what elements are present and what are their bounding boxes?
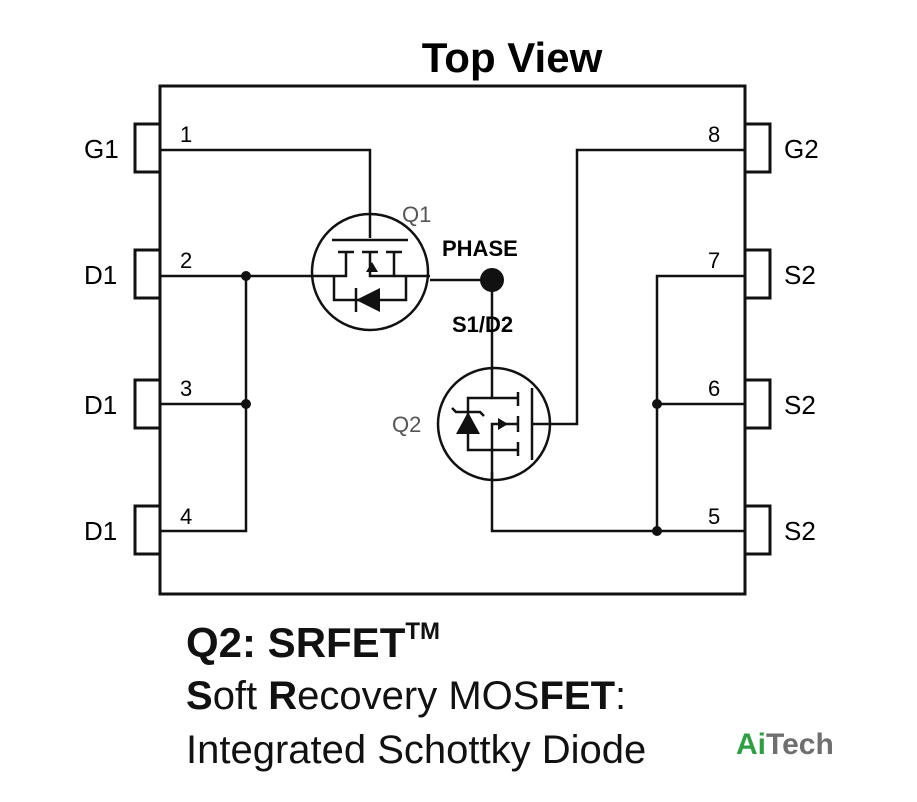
pin-5-pad xyxy=(743,504,772,556)
junction-dot xyxy=(652,399,662,409)
pin-8-pad xyxy=(743,122,772,174)
watermark-tech: Tech xyxy=(766,728,834,761)
pin-1-name: G1 xyxy=(84,134,119,164)
pin-3-pad xyxy=(133,378,162,430)
watermark-logo: AiTech xyxy=(736,728,834,762)
pin-3-name: D1 xyxy=(84,390,117,420)
s1d2-label: S1/D2 xyxy=(452,312,513,337)
pin-1-pad xyxy=(133,122,162,174)
trademark-mark: TM xyxy=(405,618,441,645)
diagram-title: Top View xyxy=(422,34,603,81)
caption-fet: FET xyxy=(539,674,616,718)
junction-dot xyxy=(241,271,251,281)
package-outline xyxy=(158,84,747,596)
q2-label: Q2 xyxy=(392,412,421,437)
junction-dot xyxy=(241,399,251,409)
caption-ecovery: ecovery MOS xyxy=(297,674,540,718)
pin-2-number: 2 xyxy=(180,248,192,273)
watermark-ai: Ai xyxy=(736,728,766,761)
caption-s: S xyxy=(186,674,213,718)
q1-mosfet-symbol xyxy=(310,212,430,332)
pin-3-number: 3 xyxy=(180,376,192,401)
caption-line-1: Q2: SRFETTM xyxy=(186,618,440,667)
pin-5-name: S2 xyxy=(784,516,816,546)
caption-line-2: Soft Recovery MOSFET: xyxy=(186,674,626,719)
pin-2-name: D1 xyxy=(84,260,117,290)
caption-oft: oft xyxy=(212,674,269,718)
caption-r: R xyxy=(268,674,298,718)
pin-6-name: S2 xyxy=(784,390,816,420)
pin-7-name: S2 xyxy=(784,260,816,290)
pin-5-number: 5 xyxy=(708,504,720,529)
phase-label: PHASE xyxy=(442,236,518,261)
wire-gate-q2 xyxy=(552,148,745,426)
wire-s2-bus xyxy=(655,274,745,531)
pin-8-number: 8 xyxy=(708,122,720,147)
pin-6-pad xyxy=(743,378,772,430)
pin-8-name: G2 xyxy=(784,134,819,164)
pin-4-name: D1 xyxy=(84,516,117,546)
pin-1-number: 1 xyxy=(180,122,192,147)
pin-4-number: 4 xyxy=(180,504,192,529)
phase-node xyxy=(480,268,504,292)
pin-4-pad xyxy=(133,504,162,556)
q1-label: Q1 xyxy=(402,202,431,227)
caption-colon: : xyxy=(615,674,627,718)
q2-mosfet-symbol xyxy=(436,366,552,482)
caption-line-3: Integrated Schottky Diode xyxy=(186,728,647,772)
pin-7-pad xyxy=(743,248,772,300)
pin-6-number: 6 xyxy=(708,376,720,401)
wire-d1-bus xyxy=(160,276,248,533)
wire-gate-q1 xyxy=(160,148,372,238)
pin-7-number: 7 xyxy=(708,248,720,273)
caption-srfet: Q2: SRFET xyxy=(186,619,406,666)
junction-dot xyxy=(652,526,662,536)
pin-2-pad xyxy=(133,248,162,300)
